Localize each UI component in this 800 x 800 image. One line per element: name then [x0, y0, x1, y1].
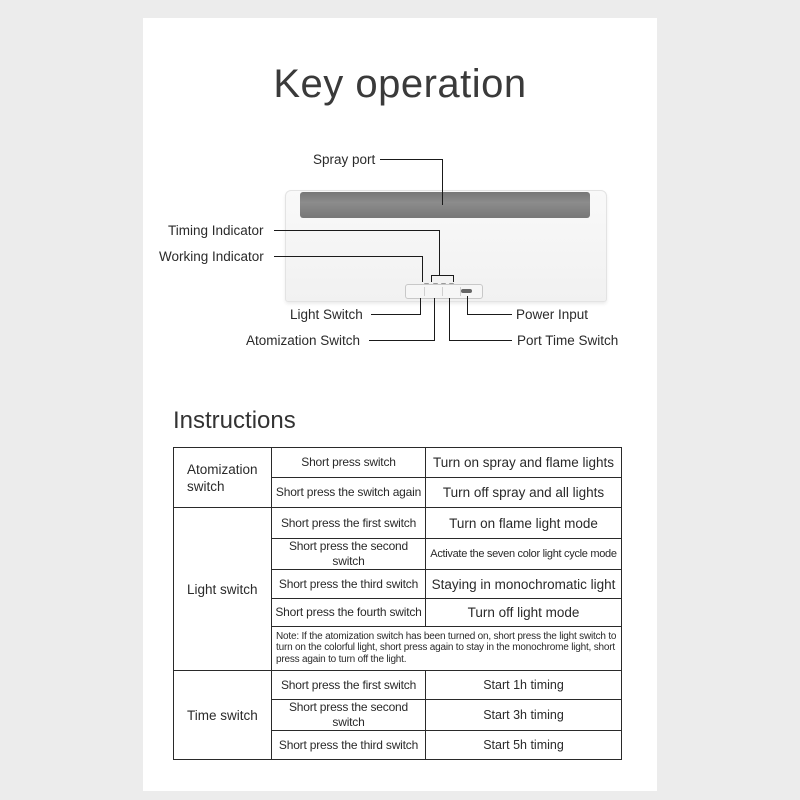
condition-cell: Short press the third switch	[271, 569, 426, 599]
group-atomization-switch: Atomization switch	[173, 447, 272, 508]
table-row: Short press the third switch Staying in …	[174, 569, 622, 599]
action-cell: Turn off light mode	[425, 598, 622, 627]
leader-line-light-switch	[420, 298, 421, 315]
label-working-indicator: Working Indicator	[159, 249, 264, 264]
leader-line-timing-indicator	[274, 230, 440, 231]
table-row: Short press the second switch Start 3h t…	[174, 699, 622, 731]
label-timing-indicator: Timing Indicator	[168, 223, 264, 238]
instructions-heading: Instructions	[173, 407, 296, 434]
action-cell: Turn on flame light mode	[425, 507, 622, 539]
condition-cell: Short press the second switch	[271, 699, 426, 731]
action-cell: Staying in monochromatic light	[425, 569, 622, 599]
button-divider	[460, 287, 461, 296]
action-cell: Start 3h timing	[425, 699, 622, 731]
action-cell: Start 1h timing	[425, 670, 622, 700]
label-port-time-switch: Port Time Switch	[517, 333, 619, 348]
table-row: Light switch Short press the first switc…	[173, 507, 622, 671]
table-row: Short press the second switch Activate t…	[174, 538, 622, 570]
table-row: Short press the fourth switch Turn off l…	[174, 598, 622, 627]
label-spray-port: Spray port	[313, 152, 376, 167]
power-input-port	[461, 289, 472, 293]
leader-line-working-indicator	[274, 256, 423, 257]
condition-cell: Short press the first switch	[271, 507, 426, 539]
table-row: Short press the switch again Turn off sp…	[174, 477, 622, 508]
label-atomization-switch: Atomization Switch	[246, 333, 361, 348]
instruction-sheet: Key operation Spray port Timing Indicato…	[143, 18, 657, 791]
group-light-switch: Light switch	[173, 507, 272, 671]
leader-line-atomization-switch	[434, 298, 435, 341]
leader-line-light-switch	[371, 314, 421, 315]
leader-line-spray-port	[380, 159, 442, 160]
table-row: Short press the third switch Start 5h ti…	[174, 730, 622, 760]
action-cell: Turn off spray and all lights	[425, 477, 622, 508]
condition-cell: Short press the switch again	[271, 477, 426, 508]
condition-cell: Short press the third switch	[271, 730, 426, 760]
leader-line-power-input	[467, 296, 468, 315]
leader-line-working-indicator	[422, 256, 423, 282]
page-title: Key operation	[273, 62, 527, 106]
leader-line-port-time-switch	[449, 340, 512, 341]
button-divider	[442, 287, 443, 296]
label-power-input: Power Input	[516, 307, 589, 322]
condition-cell: Short press the second switch	[271, 538, 426, 570]
leader-line-timing-indicator	[431, 275, 432, 282]
leader-line-timing-indicator	[439, 230, 440, 275]
action-cell: Activate the seven color light cycle mod…	[425, 538, 622, 570]
condition-cell: Short press the first switch	[271, 670, 426, 700]
condition-cell: Short press switch	[271, 447, 426, 478]
instructions-table: Atomization switch Short press switch Tu…	[173, 447, 622, 760]
group-time-switch: Time switch	[173, 670, 272, 760]
label-light-switch: Light Switch	[290, 307, 363, 322]
leader-line-power-input	[467, 314, 512, 315]
action-cell: Turn on spray and flame lights	[425, 447, 622, 478]
button-divider	[424, 287, 425, 296]
leader-line-atomization-switch	[369, 340, 435, 341]
device-button-panel	[405, 284, 483, 299]
light-switch-note: Note: If the atomization switch has been…	[271, 626, 622, 671]
action-cell: Start 5h timing	[425, 730, 622, 760]
spray-port-slot	[300, 192, 590, 218]
leader-line-port-time-switch	[449, 298, 450, 341]
leader-line-spray-port	[442, 159, 443, 205]
table-row: Atomization switch Short press switch Tu…	[173, 447, 622, 508]
condition-cell: Short press the fourth switch	[271, 598, 426, 627]
table-row: Note: If the atomization switch has been…	[174, 626, 622, 671]
table-row: Time switch Short press the first switch…	[173, 670, 622, 760]
leader-line-timing-indicator	[431, 275, 454, 276]
leader-line-timing-indicator	[453, 275, 454, 282]
